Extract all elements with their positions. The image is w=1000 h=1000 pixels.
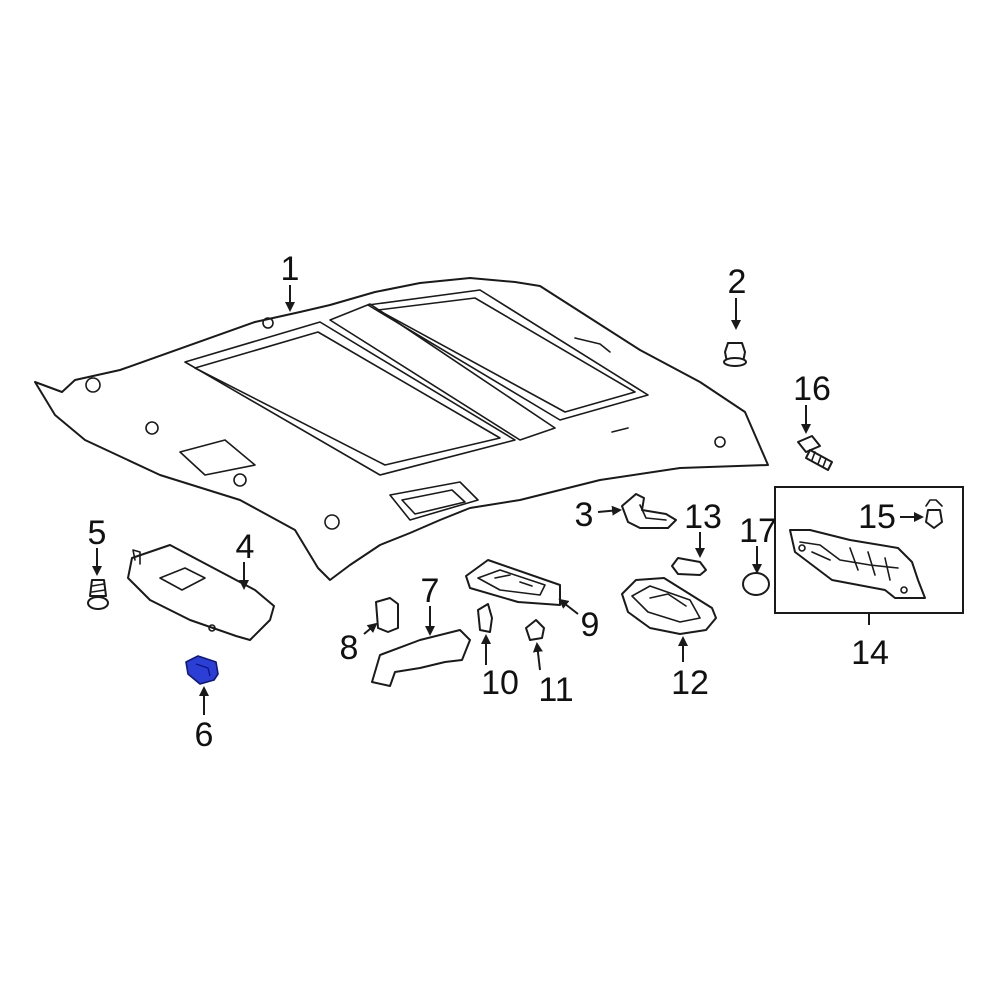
callout-17: 17 <box>739 512 777 550</box>
bracket-part-3[interactable] <box>621 493 677 529</box>
leader-9 <box>558 598 579 615</box>
map-lamp-part-9[interactable] <box>465 559 561 606</box>
visor-holder-part-6[interactable] <box>185 655 219 685</box>
callout-14: 14 <box>851 634 889 672</box>
callout-13: 13 <box>684 498 722 536</box>
callout-2: 2 <box>728 263 747 301</box>
cap-part-8[interactable] <box>375 597 399 633</box>
plug-part-17[interactable] <box>742 572 770 596</box>
callout-12: 12 <box>671 664 709 702</box>
callout-10: 10 <box>481 664 519 702</box>
clip-part-2[interactable] <box>723 342 747 367</box>
callout-1: 1 <box>281 250 300 288</box>
socket-part-10[interactable] <box>477 603 493 633</box>
clip-part-11[interactable] <box>525 619 545 641</box>
bulb-part-13[interactable] <box>671 557 707 576</box>
sun-visor-part-4[interactable] <box>127 544 275 641</box>
bolt-part-16[interactable] <box>797 435 833 471</box>
assist-grip-part-7[interactable] <box>371 629 471 687</box>
leader-11 <box>532 642 543 671</box>
callout-7: 7 <box>421 572 440 610</box>
assembly-box-14 <box>774 486 964 625</box>
callout-6: 6 <box>195 716 214 754</box>
callout-4: 4 <box>236 528 255 566</box>
callout-8: 8 <box>340 629 359 667</box>
lens-part-12[interactable] <box>621 577 717 635</box>
callout-16: 16 <box>793 370 831 408</box>
leader-3 <box>597 505 622 516</box>
headliner-part[interactable] <box>34 277 769 581</box>
console-bracket-part-14[interactable] <box>789 529 926 599</box>
screw-part-5[interactable] <box>87 579 109 610</box>
callout-9: 9 <box>581 606 600 644</box>
leader-8 <box>363 622 378 635</box>
clip-part-15[interactable] <box>925 499 943 529</box>
callout-11: 11 <box>538 671 573 709</box>
callout-15: 15 <box>858 498 896 536</box>
callout-3: 3 <box>575 496 594 534</box>
callout-5: 5 <box>88 514 107 552</box>
